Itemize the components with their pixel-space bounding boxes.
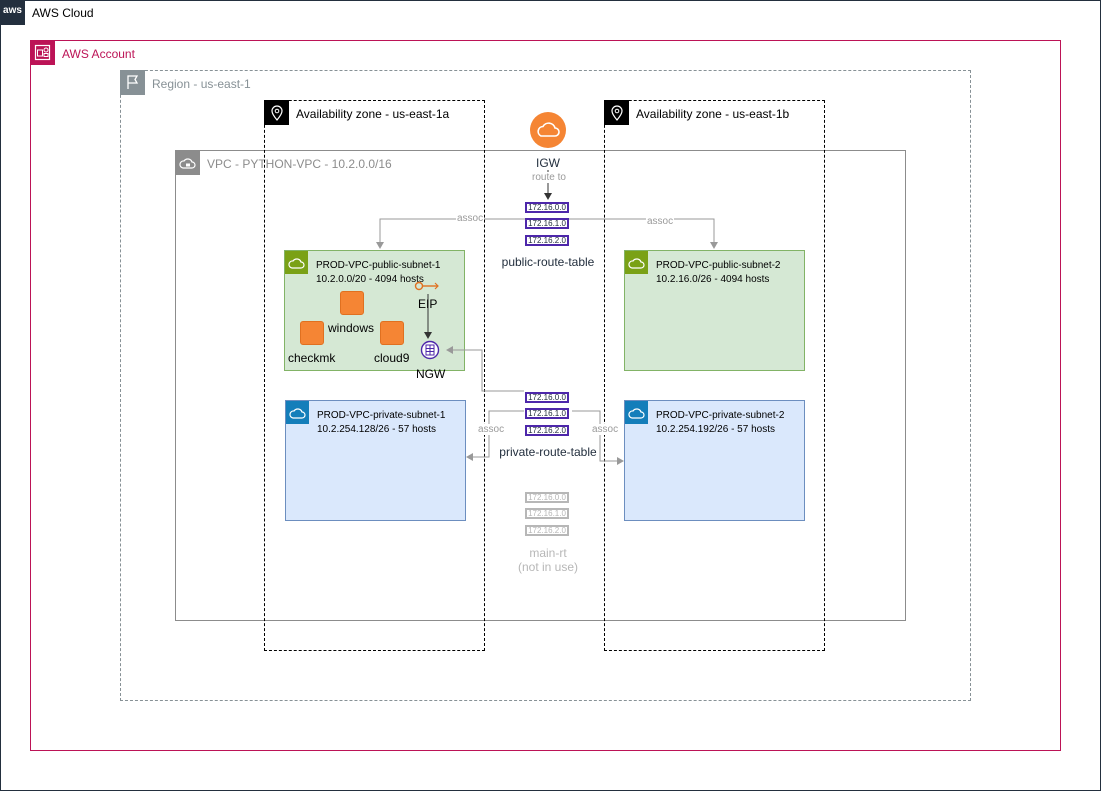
aws-logo-icon: aws	[0, 0, 25, 25]
checkmk-label: checkmk	[288, 351, 336, 365]
region-label: Region - us-east-1	[152, 77, 251, 91]
public-subnet-cloud-icon	[625, 251, 648, 274]
public-route-table-row: 172.16.0.0	[525, 202, 569, 213]
region-group	[120, 70, 971, 701]
private-subnet-1-cidr: 10.2.254.128/26 - 57 hosts	[317, 424, 436, 435]
private-route-table-row: 172.16.1.0	[525, 408, 569, 419]
checkmk-instance-icon	[300, 321, 324, 345]
main-route-table-label: main-rt	[529, 546, 567, 560]
main-route-table-sublabel: (not in use)	[517, 560, 579, 574]
main-route-table-row: 172.16.1.0	[525, 508, 569, 519]
aws-cloud-label: AWS Cloud	[32, 6, 94, 20]
windows-instance-icon	[340, 291, 364, 315]
private-subnet-1-name: PROD-VPC-private-subnet-1	[317, 410, 446, 421]
private-route-table-row: 172.16.0.0	[525, 392, 569, 403]
public-assoc-connector-2	[548, 218, 718, 249]
internet-gateway-icon	[530, 112, 566, 148]
availability-zone-b-label: Availability zone - us-east-1b	[636, 107, 790, 121]
cloud9-instance-icon	[380, 321, 404, 345]
location-pin-icon	[604, 100, 629, 125]
public-route-table-label: public-route-table	[501, 255, 595, 269]
private-subnet-cloud-icon	[286, 401, 309, 424]
region-flag-icon	[120, 70, 145, 95]
windows-label: windows	[328, 321, 375, 335]
elastic-ip-icon	[414, 279, 442, 297]
private-subnet-1	[285, 400, 466, 521]
public-assoc-label-2: assoc	[646, 216, 675, 227]
vpc-cloud-lock-icon	[175, 150, 200, 175]
availability-zone-a	[264, 100, 485, 651]
route-to-label: route to	[531, 172, 567, 183]
vpc-group	[175, 150, 906, 621]
account-icon	[30, 40, 55, 65]
ngw-label: NGW	[416, 367, 446, 381]
main-route-table-row: 172.16.2.0	[525, 525, 569, 536]
public-subnet-2-name: PROD-VPC-public-subnet-2	[656, 260, 781, 271]
public-assoc-connector-1	[376, 218, 548, 249]
location-pin-icon	[264, 100, 289, 125]
public-subnet-2-cidr: 10.2.16.0/26 - 4094 hosts	[656, 274, 770, 285]
private-assoc-connector-2	[572, 410, 624, 465]
public-route-table-row: 172.16.1.0	[525, 218, 569, 229]
private-subnet-2	[624, 400, 805, 521]
aws-account-group	[30, 40, 1061, 751]
private-assoc-label-1: assoc	[477, 424, 506, 435]
public-subnet-1-name: PROD-VPC-public-subnet-1	[316, 260, 441, 271]
public-route-table-row: 172.16.2.0	[525, 235, 569, 246]
cloud9-label: cloud9	[374, 351, 410, 365]
availability-zone-b	[604, 100, 825, 651]
nat-gateway-icon	[420, 340, 440, 365]
private-route-ngw-connector	[446, 346, 524, 392]
availability-zone-a-label: Availability zone - us-east-1a	[296, 107, 450, 121]
private-subnet-cloud-icon	[625, 401, 648, 424]
vpc-label: VPC - PYTHON-VPC - 10.2.0.0/16	[207, 157, 392, 171]
public-subnet-2	[624, 250, 805, 371]
public-subnet-cloud-icon	[285, 251, 308, 274]
eip-label: EIP	[418, 297, 438, 311]
igw-label: IGW	[536, 156, 560, 170]
private-route-table-row: 172.16.2.0	[525, 425, 569, 436]
private-subnet-2-cidr: 10.2.254.192/26 - 57 hosts	[656, 424, 775, 435]
main-route-table-row: 172.16.0.0	[525, 492, 569, 503]
private-assoc-label-2: assoc	[591, 424, 620, 435]
aws-account-label: AWS Account	[62, 47, 135, 61]
public-subnet-1-cidr: 10.2.0.0/20 - 4094 hosts	[316, 274, 424, 285]
public-assoc-label-1: assoc	[456, 213, 485, 224]
private-subnet-2-name: PROD-VPC-private-subnet-2	[656, 410, 785, 421]
private-route-table-label: private-route-table	[499, 445, 597, 459]
